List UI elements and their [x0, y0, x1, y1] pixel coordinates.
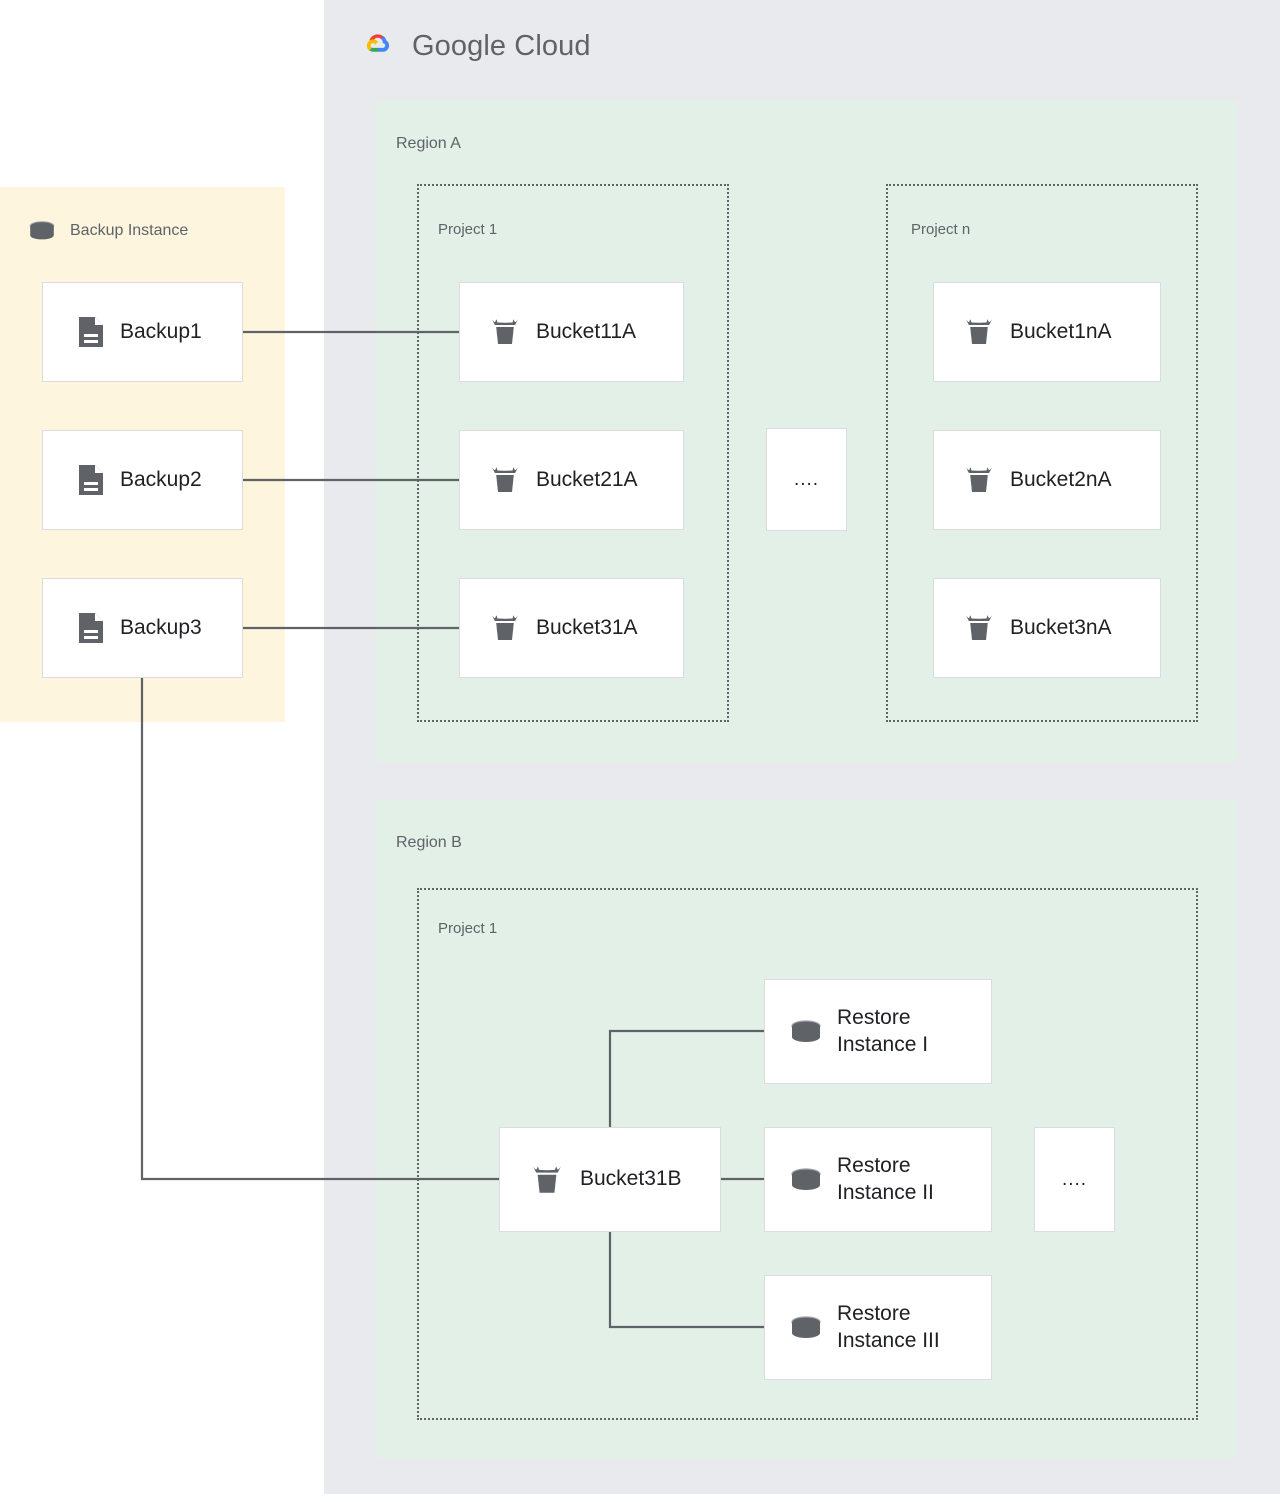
storage-bucket-icon: [492, 319, 518, 344]
storage-bucket-icon: [492, 467, 518, 492]
region-a-project-n-box: [886, 184, 1198, 722]
google-cloud-logo: Google Cloud: [356, 28, 591, 64]
node-bucket31b[interactable]: Bucket31B: [499, 1127, 721, 1232]
node-restore-instance-2[interactable]: Restore Instance II: [764, 1127, 992, 1232]
storage-bucket-icon: [966, 615, 992, 640]
node-bucket31a[interactable]: Bucket31A: [459, 578, 684, 678]
document-icon: [79, 317, 103, 347]
storage-bucket-icon: [966, 319, 992, 344]
ellipsis-label: ....: [1061, 1168, 1088, 1190]
node-restore-instance-3[interactable]: Restore Instance III: [764, 1275, 992, 1380]
google-cloud-logo-text: Google Cloud: [412, 30, 591, 63]
node-label: Backup2: [120, 467, 202, 491]
google-cloud-logo-icon: [366, 34, 390, 52]
node-bucket1na[interactable]: Bucket1nA: [933, 282, 1161, 382]
node-label: Bucket3nA: [1010, 615, 1112, 639]
node-backup3[interactable]: Backup3: [42, 578, 243, 678]
database-cylinder-icon: [791, 1019, 821, 1042]
node-label: Restore Instance III: [837, 1302, 940, 1352]
region-a-label: Region A: [396, 135, 461, 152]
storage-bucket-icon: [533, 1165, 561, 1193]
logo-text-cloud: Cloud: [514, 29, 591, 62]
document-icon: [79, 465, 103, 495]
node-label: Bucket1nA: [1010, 319, 1112, 343]
node-restore-instance-1[interactable]: Restore Instance I: [764, 979, 992, 1084]
node-bucket21a[interactable]: Bucket21A: [459, 430, 684, 530]
region-b-label: Region B: [396, 834, 462, 851]
logo-text-google: Google: [412, 29, 507, 62]
node-label: Bucket2nA: [1010, 467, 1112, 491]
region-a-project-1-box: [417, 184, 729, 722]
region-a-project-n-label: Project n: [911, 221, 971, 238]
ellipsis-label: ....: [793, 468, 820, 490]
node-bucket2na[interactable]: Bucket2nA: [933, 430, 1161, 530]
node-label: Bucket21A: [536, 467, 638, 491]
node-bucket3na[interactable]: Bucket3nA: [933, 578, 1161, 678]
backup-instance-header: Backup Instance: [26, 218, 188, 244]
database-cylinder-icon: [791, 1315, 821, 1338]
region-a-ellipsis-card: ....: [766, 428, 847, 531]
node-backup1[interactable]: Backup1: [42, 282, 243, 382]
node-label: Bucket31A: [536, 615, 638, 639]
node-label: Backup1: [120, 319, 202, 343]
storage-bucket-icon: [492, 615, 518, 640]
node-label: Restore Instance I: [837, 1006, 929, 1056]
node-bucket11a[interactable]: Bucket11A: [459, 282, 684, 382]
region-b-ellipsis-card: ....: [1034, 1127, 1115, 1232]
node-label: Bucket11A: [536, 319, 637, 343]
database-cylinder-icon: [791, 1167, 821, 1190]
database-cylinder-icon: [29, 221, 55, 240]
node-backup2[interactable]: Backup2: [42, 430, 243, 530]
region-a-project-1-label: Project 1: [438, 221, 498, 238]
storage-bucket-icon: [966, 467, 992, 492]
document-icon: [79, 613, 103, 643]
region-b-project-1-label: Project 1: [438, 920, 498, 937]
node-label: Backup3: [120, 615, 202, 639]
node-label: Restore Instance II: [837, 1154, 934, 1204]
node-label: Bucket31B: [580, 1167, 682, 1191]
backup-instance-title: Backup Instance: [70, 222, 189, 239]
